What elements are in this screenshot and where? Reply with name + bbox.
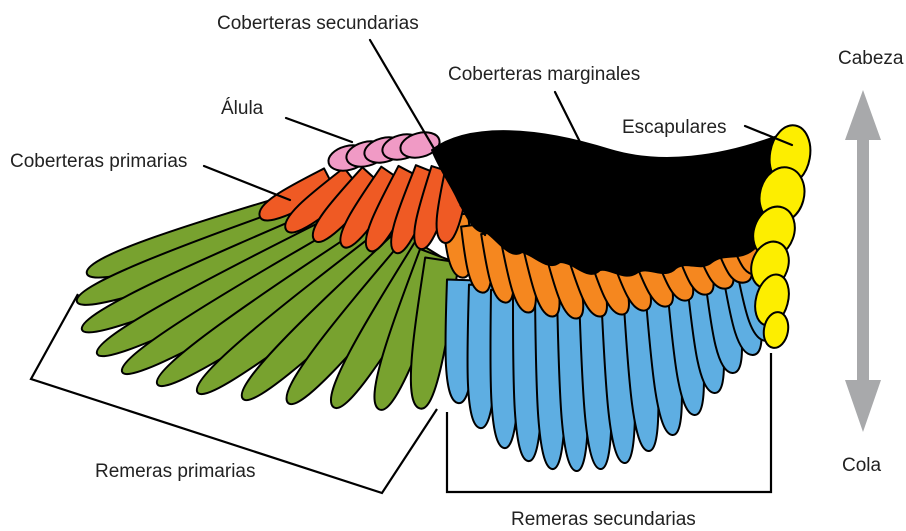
double-headed-vertical-arrow-icon [845, 90, 881, 432]
scapular-feather [762, 311, 790, 349]
marginal-coverts-scallops [459, 204, 741, 217]
marginal-scallop [579, 204, 601, 213]
marginal-scallop [479, 208, 501, 217]
marginal-scallop [499, 204, 521, 213]
marginal-scallop [619, 204, 641, 213]
label-primary-remiges: Remeras primarias [95, 461, 255, 482]
leader-alula [284, 116, 354, 144]
marginal-scallop [659, 204, 681, 213]
label-head: Cabeza [838, 48, 904, 69]
label-tail: Cola [842, 455, 882, 476]
label-alula: Álula [221, 98, 264, 119]
marginal-scallop [679, 208, 701, 217]
marginal-scallop [459, 204, 481, 213]
marginal-scallop [639, 208, 661, 217]
alula-feathers [327, 131, 441, 172]
marginal-scallop [539, 204, 561, 213]
bracket-primary-remiges [29, 293, 438, 495]
leader-primary-coverts [202, 164, 292, 202]
marginal-scallop [599, 208, 621, 217]
marginal-scallop [719, 208, 741, 217]
bracket-secondary-remiges [445, 353, 773, 494]
secondary-remiges [444, 265, 777, 472]
label-secondary-coverts: Coberteras secundarias [217, 13, 419, 34]
marginal-scallop [559, 208, 581, 217]
label-marginal-coverts: Coberteras marginales [448, 64, 640, 85]
leader-marginal-coverts [553, 90, 602, 184]
leader-secondary-coverts [368, 38, 487, 237]
marginal-scallop [519, 208, 541, 217]
marginal-scallop [699, 204, 721, 213]
marginal-coverts-shape [431, 130, 781, 277]
leader-scapulars [743, 124, 794, 147]
label-secondary-remiges: Remeras secundarias [511, 509, 696, 530]
label-scapulars: Escapulares [622, 117, 727, 138]
label-primary-coverts: Coberteras primarias [10, 151, 187, 172]
alula-feather [399, 131, 441, 159]
primary-coverts-feathers [258, 164, 472, 255]
